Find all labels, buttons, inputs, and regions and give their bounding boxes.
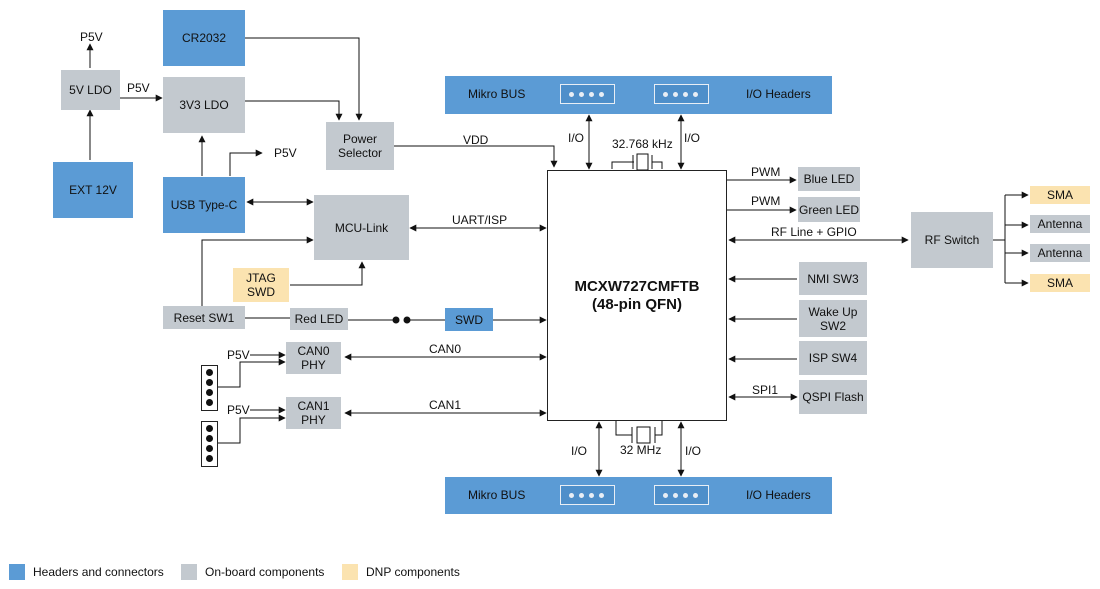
- can1-phy-block: CAN1 PHY: [286, 397, 341, 429]
- io-bottom-left-label: I/O: [571, 444, 588, 458]
- bottom-io-headers-label: I/O Headers: [746, 488, 811, 502]
- top-mikro-bus-connector: [560, 84, 615, 104]
- connector-pin: [579, 493, 584, 498]
- antenna-1-block: Antenna: [1030, 215, 1090, 233]
- header-pin: [206, 425, 213, 432]
- top-mikro-bus-label: Mikro BUS: [468, 87, 526, 101]
- sma-bottom-block: SMA: [1030, 274, 1090, 292]
- qspi-flash-block: QSPI Flash: [799, 380, 867, 414]
- xtal-32k-label: 32.768 kHz: [612, 137, 673, 151]
- connector-pin: [569, 493, 574, 498]
- connector-pin: [579, 92, 584, 97]
- ldo-5v-block: 5V LDO: [61, 70, 120, 110]
- connector-pin: [663, 92, 668, 97]
- header-pin: [206, 399, 213, 406]
- top-bus-bar: Mikro BUS I/O Headers: [445, 76, 832, 114]
- antenna-2-block: Antenna: [1030, 244, 1090, 262]
- legend-label-dnp: DNP components: [366, 565, 460, 579]
- top-io-headers-label: I/O Headers: [746, 87, 811, 101]
- header-pin: [206, 445, 213, 452]
- legend-label-onboard: On-board components: [205, 565, 325, 579]
- connector-pin: [589, 92, 594, 97]
- wakeup-sw2-block: Wake Up SW2: [799, 300, 867, 337]
- connector-pin: [599, 92, 604, 97]
- nmi-sw3-block: NMI SW3: [799, 262, 867, 295]
- io-bottom-right-label: I/O: [685, 444, 702, 458]
- header-pin: [206, 379, 213, 386]
- swd-block: SWD: [445, 308, 493, 331]
- usb-type-c-block: USB Type-C: [163, 177, 245, 233]
- p5v-ldo-out-label: P5V: [80, 30, 103, 44]
- cr2032-block: CR2032: [163, 10, 245, 66]
- p5v-ldo-to-3v3-label: P5V: [127, 81, 150, 95]
- p5v-can0-label: P5V: [227, 348, 250, 362]
- connector-pin: [569, 92, 574, 97]
- spi1-label: SPI1: [752, 383, 779, 397]
- connector-pin: [673, 493, 678, 498]
- ext-12v-block: EXT 12V: [53, 162, 133, 218]
- mcu-package: (48-pin QFN): [592, 295, 682, 313]
- mcu-part-number: MCXW727CMFTB: [574, 277, 700, 295]
- bottom-mikro-bus-connector: [560, 485, 615, 505]
- ldo-3v3-block: 3V3 LDO: [163, 77, 245, 133]
- bottom-bus-bar: Mikro BUS I/O Headers: [445, 477, 832, 514]
- reset-sw1-block: Reset SW1: [163, 306, 245, 329]
- legend-swatch-connectors: [9, 564, 25, 580]
- vdd-label: VDD: [463, 133, 489, 147]
- connector-pin: [683, 493, 688, 498]
- connector-pin: [683, 92, 688, 97]
- mcu-link-block: MCU-Link: [314, 195, 409, 260]
- can1-header-connector: [201, 421, 218, 467]
- connector-pin: [663, 493, 668, 498]
- power-selector-block: Power Selector: [326, 122, 394, 170]
- jtag-swd-block: JTAG SWD: [233, 268, 289, 302]
- red-led-block: Red LED: [290, 308, 348, 330]
- green-led-block: Green LED: [798, 197, 860, 222]
- can0-phy-block: CAN0 PHY: [286, 342, 341, 374]
- legend-label-connectors: Headers and connectors: [33, 565, 164, 579]
- legend-swatch-dnp: [342, 564, 358, 580]
- rf-switch-block: RF Switch: [911, 212, 993, 268]
- header-pin: [206, 389, 213, 396]
- p5v-can1-label: P5V: [227, 403, 250, 417]
- p5v-usb-label: P5V: [274, 146, 297, 160]
- mcu-chip: MCXW727CMFTB (48-pin QFN): [547, 170, 727, 421]
- rf-line-label: RF Line + GPIO: [771, 225, 857, 239]
- io-top-left-label: I/O: [568, 131, 585, 145]
- can0-label: CAN0: [429, 342, 462, 356]
- legend-swatch-onboard: [181, 564, 197, 580]
- connector-pin: [599, 493, 604, 498]
- bottom-mikro-bus-label: Mikro BUS: [468, 488, 526, 502]
- connector-pin: [693, 92, 698, 97]
- bottom-io-header-connector: [654, 485, 709, 505]
- connector-pin: [673, 92, 678, 97]
- connector-pin: [693, 493, 698, 498]
- pwm-blue-label: PWM: [751, 165, 781, 179]
- sma-top-block: SMA: [1030, 186, 1090, 204]
- isp-sw4-block: ISP SW4: [799, 341, 867, 375]
- header-pin: [206, 435, 213, 442]
- blue-led-block: Blue LED: [798, 167, 860, 191]
- can0-header-connector: [201, 365, 218, 411]
- top-io-header-connector: [654, 84, 709, 104]
- header-pin: [206, 369, 213, 376]
- io-top-right-label: I/O: [684, 131, 701, 145]
- uart-isp-label: UART/ISP: [452, 213, 508, 227]
- xtal-32m-label: 32 MHz: [620, 443, 662, 457]
- pwm-green-label: PWM: [751, 194, 781, 208]
- connector-pin: [589, 493, 594, 498]
- header-pin: [206, 455, 213, 462]
- can1-label: CAN1: [429, 398, 462, 412]
